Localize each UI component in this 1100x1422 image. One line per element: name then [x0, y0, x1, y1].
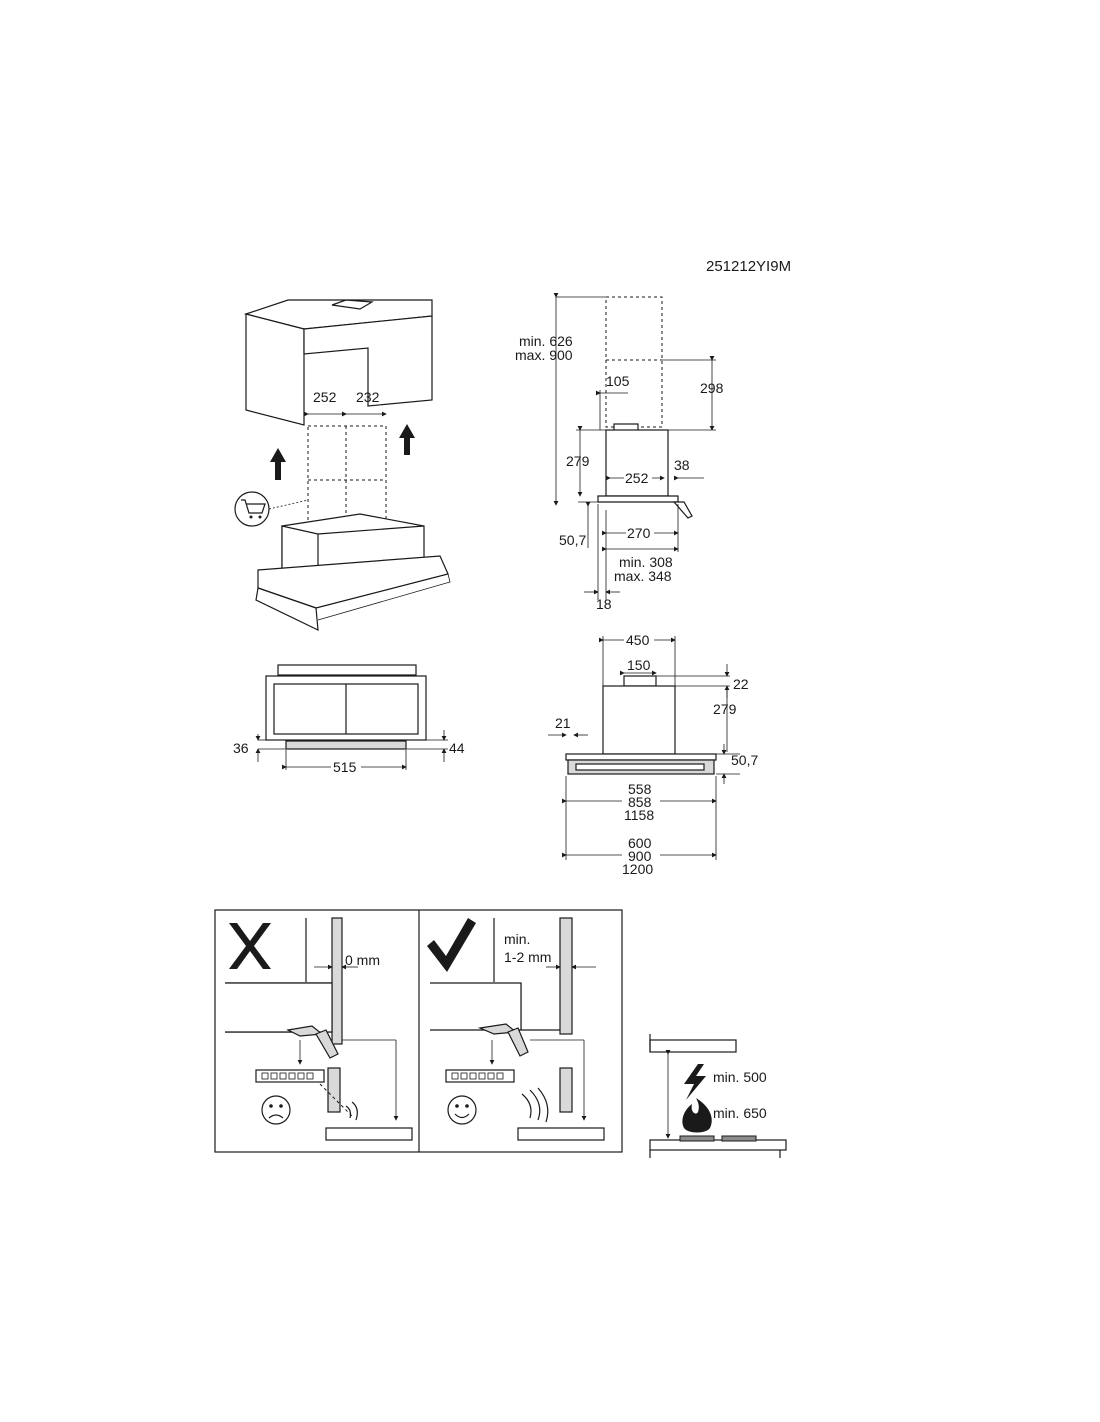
minimum-distance-view: min. 500 min. 650 [649, 1034, 787, 1158]
width-558: 558 [628, 781, 652, 797]
dim-298: 298 [700, 380, 724, 396]
dim-450: 450 [626, 632, 650, 648]
cart-icon [234, 491, 309, 527]
width-900: 900 [628, 848, 652, 864]
sad-face-icon [261, 1095, 291, 1125]
dim-279: 279 [713, 701, 737, 717]
dim-min-308: min. 308 [619, 554, 673, 570]
dim-515: 515 [333, 759, 357, 775]
wrong-mark-icon [229, 923, 271, 969]
dim-270: 270 [627, 525, 651, 541]
width-600: 600 [628, 835, 652, 851]
dim-252: 252 [625, 470, 649, 486]
dim-36: 36 [233, 740, 249, 756]
width-858: 858 [628, 794, 652, 810]
dim-50-7: 50,7 [731, 752, 758, 768]
dim-279: 279 [566, 453, 590, 469]
installation-comparison: 0 mm min. 1-2 mm [214, 909, 623, 1153]
gap-min-label: min. [504, 931, 530, 947]
dim-21: 21 [555, 715, 571, 731]
lightning-icon [684, 1064, 706, 1100]
dim-44: 44 [449, 740, 465, 756]
dim-max-900: max. 900 [515, 347, 573, 363]
width-1200: 1200 [622, 861, 653, 877]
width-1158: 1158 [624, 807, 654, 823]
dim-38: 38 [674, 457, 690, 473]
dim-50-7: 50,7 [559, 532, 586, 548]
dim-22: 22 [733, 676, 749, 692]
gap-1-2mm-label: 1-2 mm [504, 949, 551, 965]
document-code: 251212YI9M [706, 258, 792, 275]
side-dimension-view: min. 626 max. 900 298 105 279 252 38 50,… [515, 293, 724, 612]
min-500-label: min. 500 [713, 1069, 767, 1085]
dim-232: 232 [356, 389, 380, 405]
dim-min-626: min. 626 [519, 333, 573, 349]
dim-150: 150 [627, 657, 651, 673]
bottom-view: 36 44 515 [233, 664, 465, 775]
isometric-cabinet-view: 252 232 [234, 299, 451, 632]
dim-max-348: max. 348 [614, 568, 672, 584]
flame-icon [682, 1098, 712, 1133]
dim-105: 105 [606, 373, 630, 389]
dim-18: 18 [596, 596, 612, 612]
min-650-label: min. 650 [713, 1105, 767, 1121]
front-view: 450 150 22 279 21 50,7 558 858 1158 600 [548, 632, 758, 877]
arrow-up-icon [270, 448, 286, 480]
arrow-up-icon [399, 424, 415, 455]
happy-face-icon [447, 1095, 477, 1125]
dim-252: 252 [313, 389, 337, 405]
correct-mark-icon [427, 918, 476, 972]
gap-0mm-label: 0 mm [345, 952, 380, 968]
